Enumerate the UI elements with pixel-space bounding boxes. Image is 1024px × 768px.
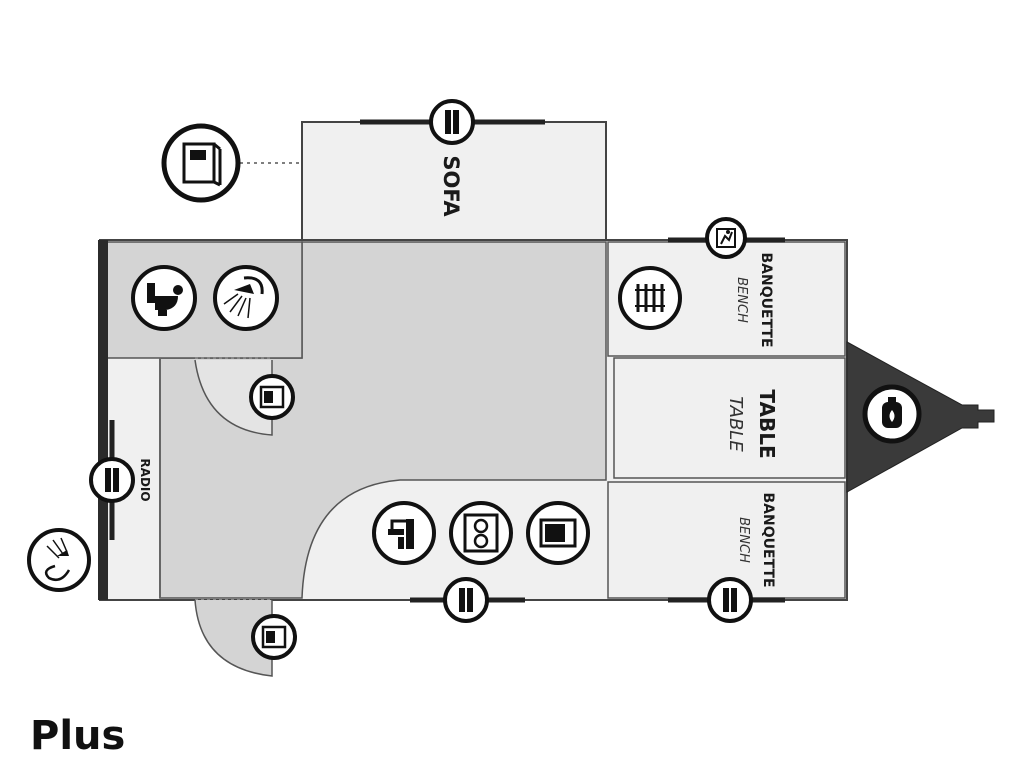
banquette-top-label: BANQUETTE [758,252,774,347]
model-name: Plus [30,713,126,759]
banquette-bottom-sublabel: BENCH [736,517,751,563]
microwave-icon [526,501,590,565]
table-sublabel: TABLE [725,396,746,452]
radio-label: RADIO [138,458,152,501]
sofa-label: SOFA [439,155,463,217]
window-icon [429,99,475,145]
refrigerator-icon [161,123,241,203]
rear-wall [98,240,108,600]
entry-door-swing [194,599,273,677]
toilet-icon [131,265,197,331]
fire-extinguisher-icon [705,217,747,259]
living-area [159,241,607,599]
window-icon [89,457,135,503]
door-icon [249,374,295,420]
outdoor-shower-icon [27,528,91,592]
banquette-bottom-label: BANQUETTE [760,492,776,587]
cooktop-icon [449,501,513,565]
window-icon [707,577,753,623]
water-heater-icon [618,266,682,330]
window-icon [443,577,489,623]
shower-icon [213,265,279,331]
table-area [613,357,846,479]
banquette-top-sublabel: BENCH [734,277,749,323]
gas-tank-icon [862,384,922,444]
table-label: TABLE [755,389,779,458]
faucet-icon [372,501,436,565]
bath-door-swing [194,359,273,436]
door-icon [251,614,297,660]
